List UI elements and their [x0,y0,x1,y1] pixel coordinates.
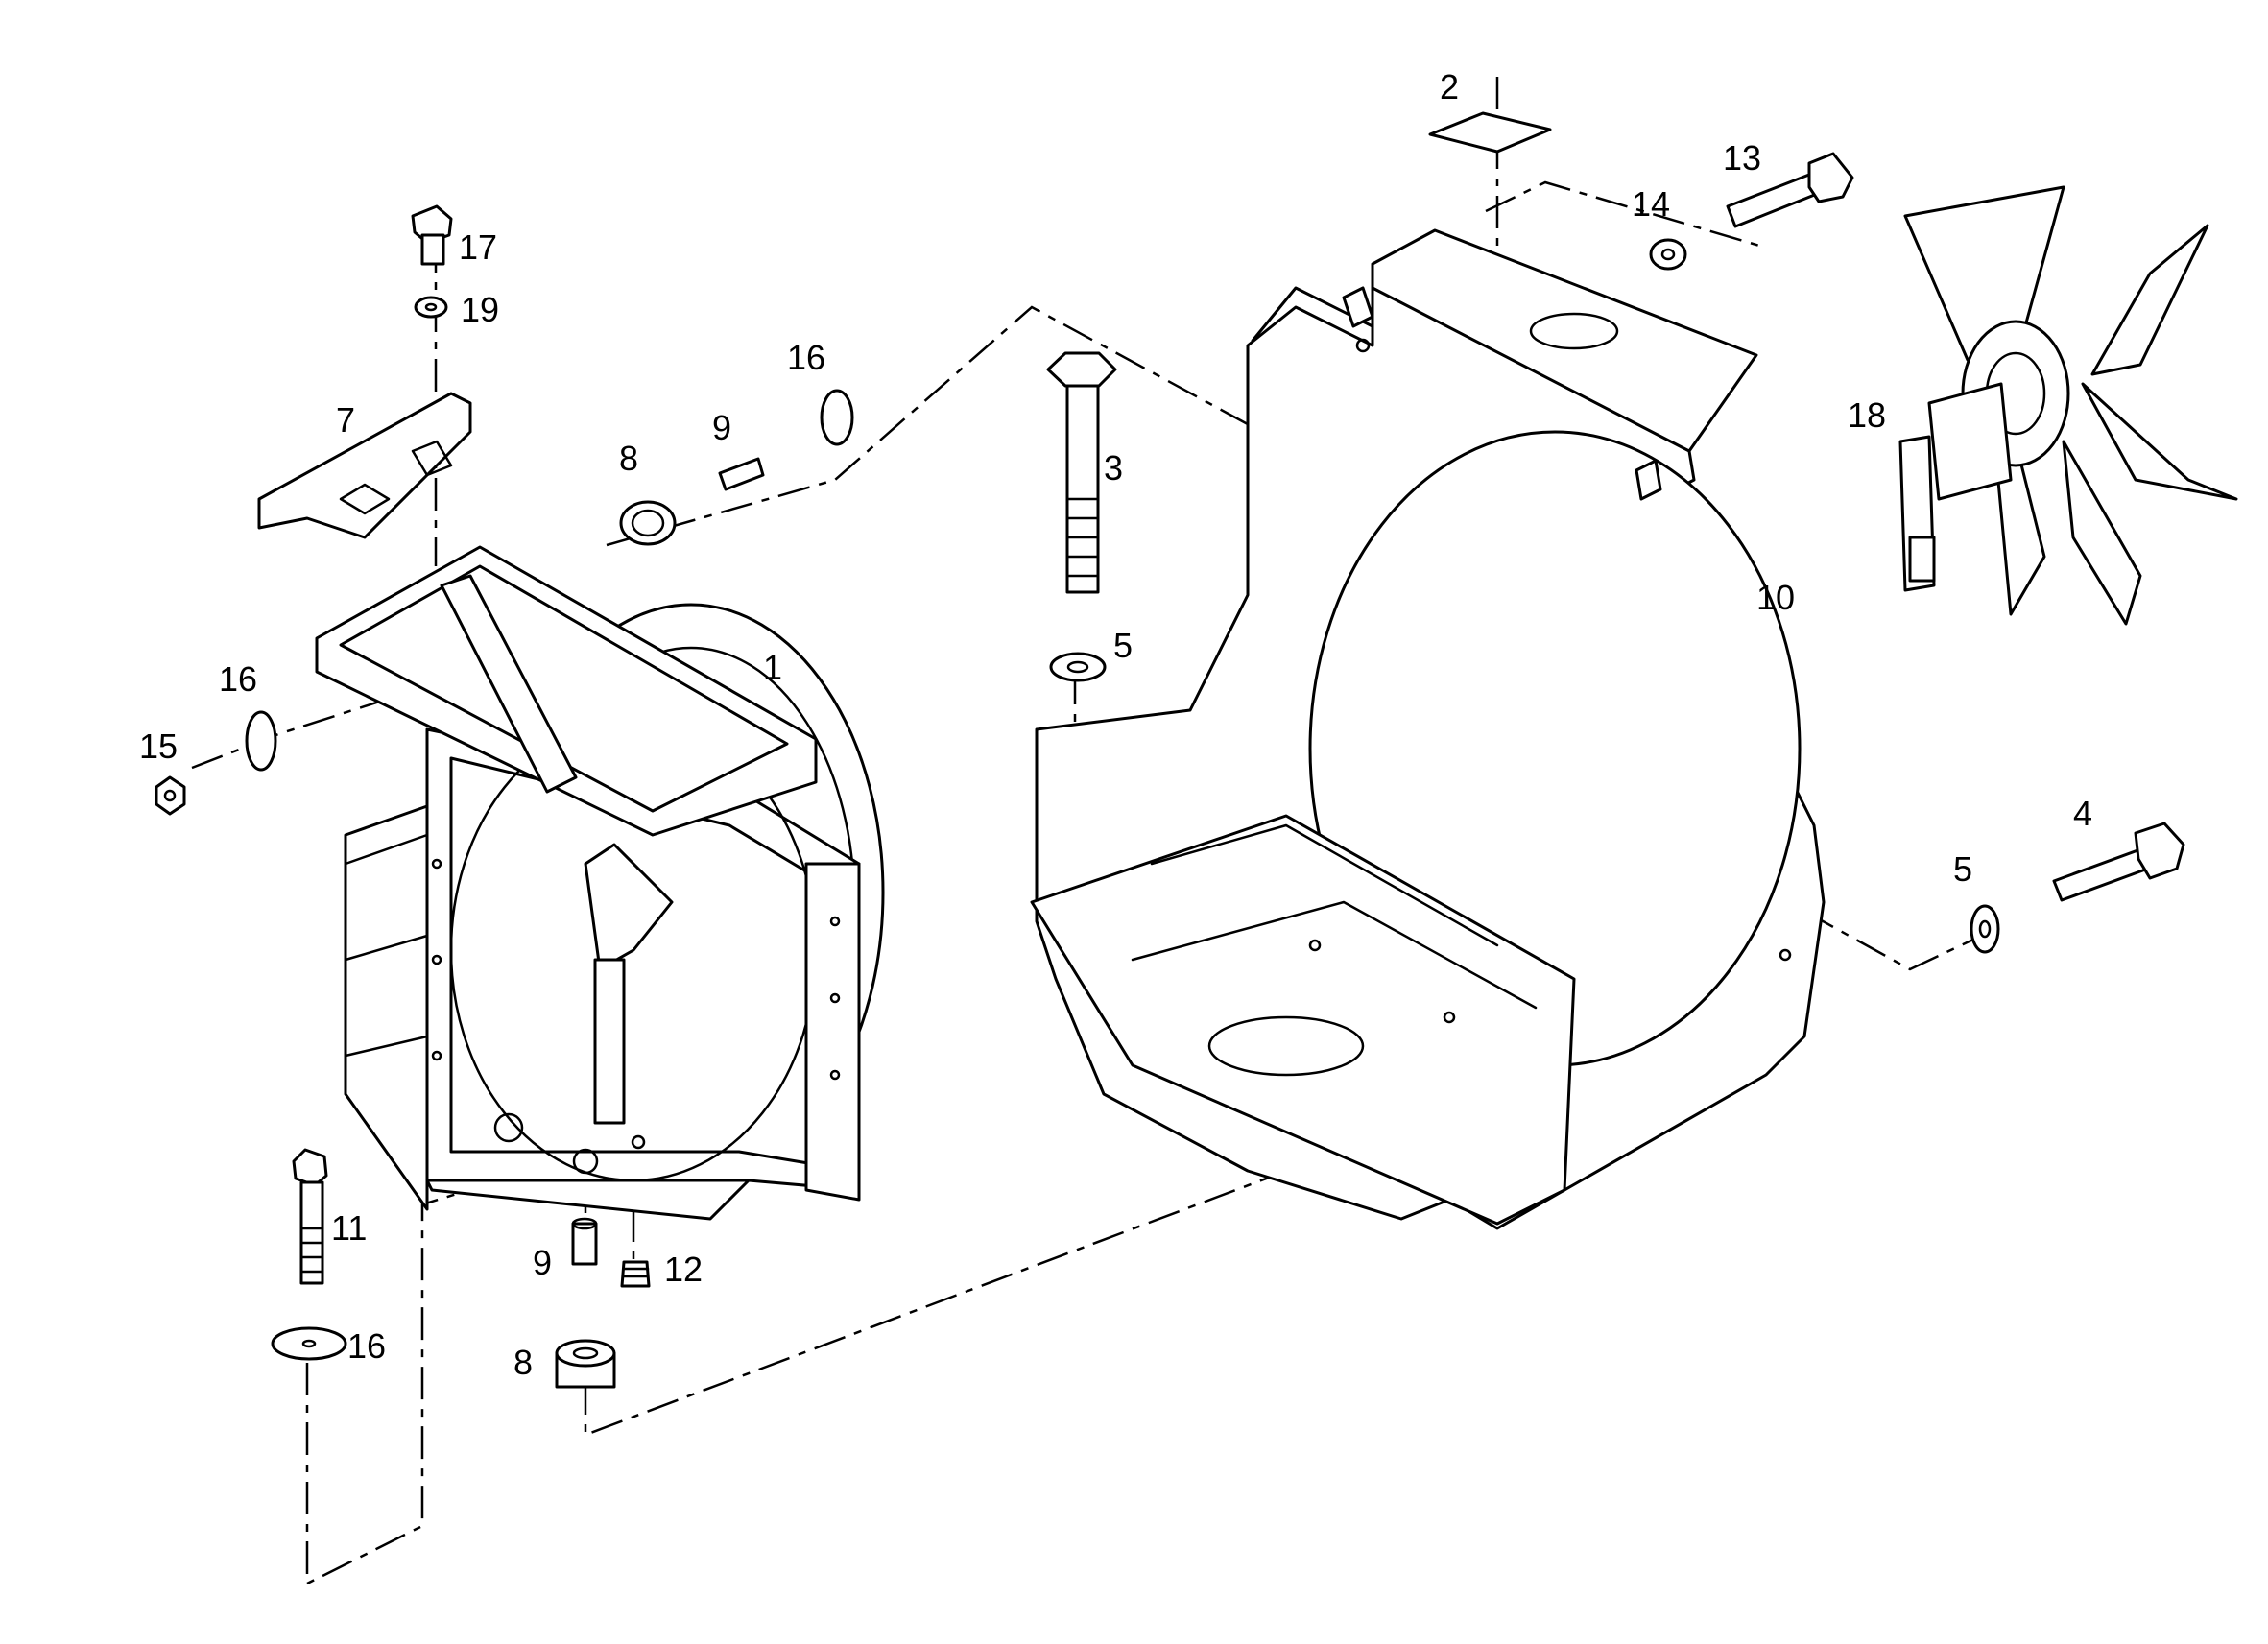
part-10-fan-housing [1030,228,1826,1230]
part-11-bolt [292,1148,328,1285]
callout-16-left: 16 [219,659,257,699]
callout-11: 11 [331,1208,367,1248]
callout-4: 4 [2073,794,2092,833]
callout-19: 19 [461,290,499,329]
callout-16-upper: 16 [787,338,825,377]
callout-16-bottom: 16 [347,1326,386,1366]
callout-8-upper: 8 [619,439,638,478]
callout-3: 3 [1104,448,1123,488]
callout-9-upper: 9 [712,408,731,447]
part-5-washer-right [1970,904,2000,954]
part-1-shroud-frame [315,545,885,1221]
callout-10: 10 [1756,578,1795,617]
callout-8-lower: 8 [513,1343,533,1382]
callout-labels: 1 2 3 4 5 5 7 8 8 9 9 10 11 12 13 14 15 … [139,67,2092,1382]
callout-5-right: 5 [1953,849,1972,889]
part-3-bolt [1046,351,1117,594]
callout-18: 18 [1848,395,1886,435]
part-16-washer-left [245,710,277,772]
part-7-bracket [257,392,472,539]
part-17-bolt [411,204,453,266]
part-9-sleeve-lower [571,1217,598,1266]
part-15-nut [155,775,186,816]
callout-15: 15 [139,727,178,766]
part-16-washer-upper [820,389,854,446]
callout-14: 14 [1632,184,1670,224]
part-2-decal [1428,111,1552,154]
part-8-rubber-mount-upper [619,500,677,546]
part-8-rubber-mount-lower [555,1339,616,1389]
callout-13: 13 [1723,138,1761,178]
part-9-sleeve-upper [718,457,765,491]
part-18-fan-motor [1898,185,2238,626]
callout-1: 1 [763,648,782,687]
callout-5-center: 5 [1113,626,1133,665]
part-12-nut [620,1260,651,1288]
part-13-bolt [1726,152,1854,228]
part-4-bolt [2052,822,2185,902]
callout-12: 12 [664,1250,703,1289]
callout-9-lower: 9 [533,1243,552,1282]
part-14-washer [1649,238,1687,271]
callout-17: 17 [459,227,497,267]
part-19-washer [414,296,448,319]
part-16-washer-bottom [271,1326,347,1361]
callout-2: 2 [1440,67,1459,107]
part-5-washer-center [1049,652,1107,682]
callout-7: 7 [336,400,355,440]
